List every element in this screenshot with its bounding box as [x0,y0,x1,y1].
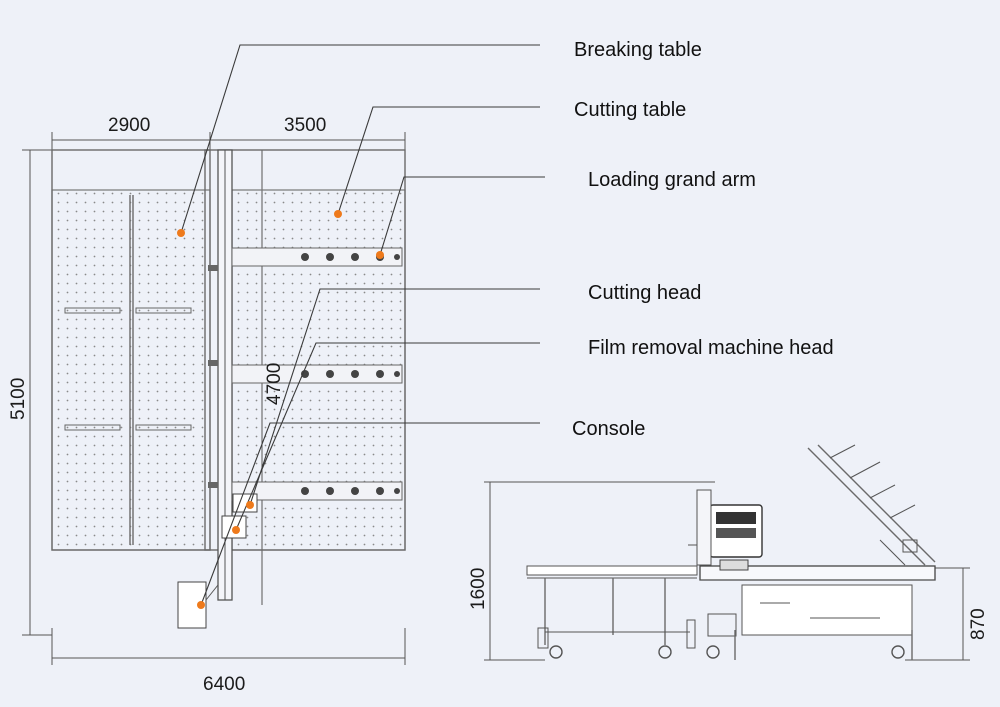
top-view: 2900 3500 6400 5100 4700 [8,115,406,695]
marker-console [197,601,205,609]
loading-arm-rails [231,247,403,501]
label-loading-arm: Loading grand arm [588,169,756,191]
marker-film-removal-head [232,526,240,534]
breaking-table-bars [64,307,192,431]
label-cutting-head: Cutting head [588,282,701,304]
side-loading-arm [807,444,936,566]
side-gantry [688,489,763,571]
side-cutting-table [699,565,936,660]
side-breaking-table [526,565,698,659]
dim-870: 870 [968,608,989,640]
marker-loading-arm [376,251,384,259]
dim-5100: 5100 [8,378,29,420]
callout-labels: Breaking table Cutting table Loading gra… [572,39,834,440]
marker-cutting-table [334,210,342,218]
breaking-table-shape [51,189,211,551]
label-console: Console [572,418,645,440]
dim-6400: 6400 [203,674,245,695]
dim-4700: 4700 [264,363,285,405]
dim-2900: 2900 [108,115,150,136]
marker-cutting-head [246,501,254,509]
label-film-removal-head: Film removal machine head [588,337,834,359]
dim-1600: 1600 [468,568,489,610]
leader-lines [180,44,545,606]
side-view: 1600 870 [468,444,989,661]
callout-markers [177,210,384,609]
label-breaking-table: Breaking table [574,39,702,61]
label-cutting-table: Cutting table [574,99,686,121]
marker-breaking-table [177,229,185,237]
dim-3500: 3500 [284,115,326,136]
